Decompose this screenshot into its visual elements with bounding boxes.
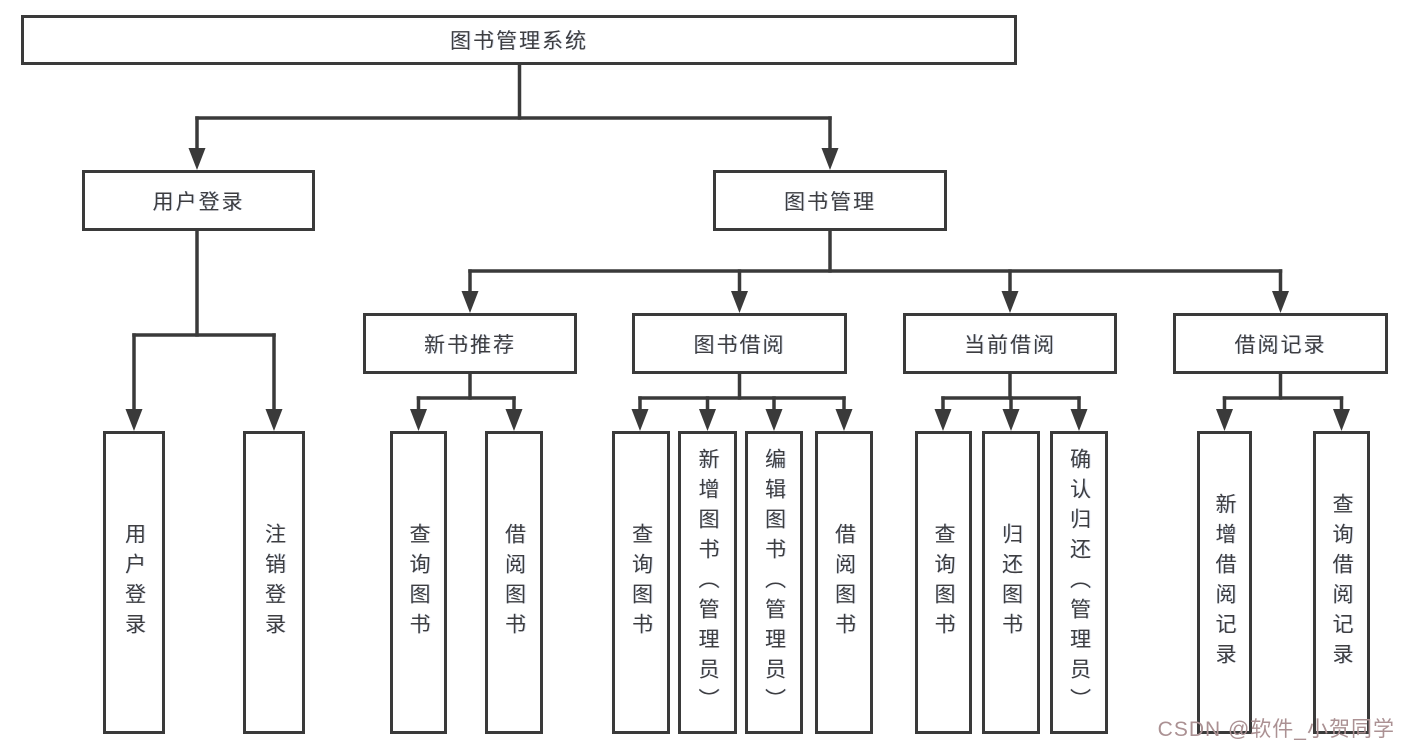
node-label: 归还图书 — [999, 522, 1023, 643]
leaf-query-books-recommend: 查询图书 — [390, 431, 447, 734]
node-label: 新增图书（管理员） — [696, 447, 719, 718]
leaf-borrow-books-recommend: 借阅图书 — [485, 431, 543, 734]
csdn-watermark: CSDN @软件_小贺同学 — [1157, 718, 1395, 741]
node-label: 查询图书 — [407, 522, 430, 643]
node-root-book-management-system: 图书管理系统 — [21, 15, 1017, 65]
leaf-edit-books-admin: 编辑图书（管理员） — [745, 431, 803, 734]
node-label: 新增借阅记录 — [1213, 492, 1236, 673]
node-label: 当前借阅 — [964, 333, 1056, 357]
leaf-query-books-current: 查询图书 — [915, 431, 972, 734]
node-label: 确认归还（管理员） — [1067, 447, 1091, 718]
node-label: 编辑图书（管理员） — [762, 447, 786, 718]
leaf-borrow-books: 借阅图书 — [815, 431, 873, 734]
node-label: 查询图书 — [932, 522, 955, 643]
node-label: 图书管理系统 — [450, 30, 588, 53]
leaf-add-books-admin: 新增图书（管理员） — [678, 431, 737, 734]
node-label: 借阅图书 — [502, 522, 526, 643]
node-borrow-records: 借阅记录 — [1173, 313, 1388, 374]
arrowheads — [125, 148, 1350, 431]
node-label: 借阅图书 — [832, 522, 856, 643]
node-label: 新书推荐 — [424, 333, 516, 357]
leaf-user-login: 用户登录 — [103, 431, 165, 734]
node-book-management: 图书管理 — [713, 170, 947, 231]
node-label: 注销登录 — [262, 522, 286, 643]
node-label: 查询借阅记录 — [1330, 492, 1353, 673]
node-new-book-recommend: 新书推荐 — [363, 313, 577, 374]
leaf-query-books-borrow: 查询图书 — [612, 431, 670, 734]
leaf-add-borrow-record: 新增借阅记录 — [1197, 431, 1252, 734]
node-current-borrow: 当前借阅 — [903, 313, 1117, 374]
node-label: 查询图书 — [629, 522, 653, 643]
node-user-login: 用户登录 — [82, 170, 315, 231]
leaf-query-borrow-record: 查询借阅记录 — [1313, 431, 1370, 734]
leaf-return-books: 归还图书 — [982, 431, 1040, 734]
leaf-logout: 注销登录 — [243, 431, 305, 734]
node-label: 用户登录 — [122, 522, 146, 643]
node-label: 用户登录 — [152, 190, 245, 214]
node-book-borrow: 图书借阅 — [632, 313, 847, 374]
node-label: 图书管理 — [784, 190, 876, 214]
leaf-confirm-return-admin: 确认归还（管理员） — [1050, 431, 1108, 734]
node-label: 借阅记录 — [1234, 333, 1327, 357]
node-label: 图书借阅 — [693, 333, 786, 357]
